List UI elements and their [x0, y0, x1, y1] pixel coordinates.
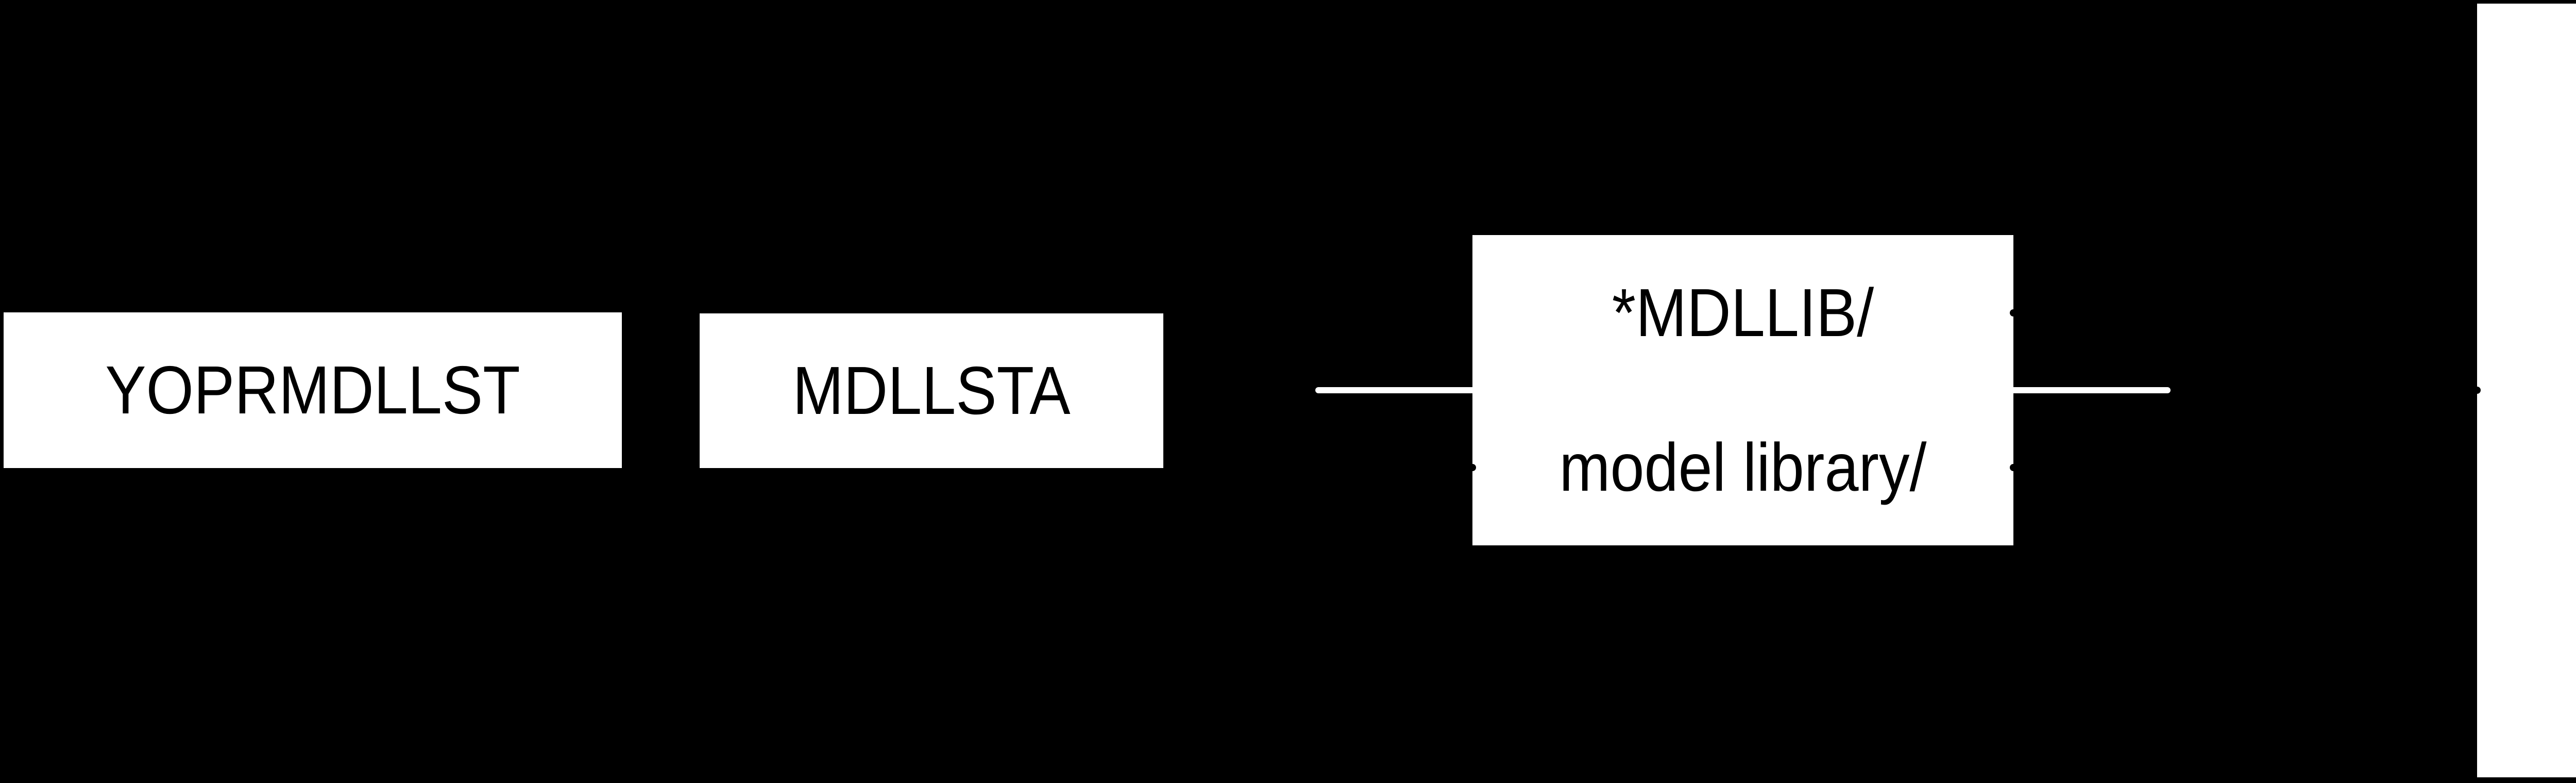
connector-stub	[2010, 464, 2017, 471]
qualifier-option-model-library: model library/	[1559, 429, 1927, 505]
connector-stub	[2010, 309, 2017, 316]
connector-line-left	[1315, 387, 1472, 393]
value-option-allobj: *ALLOBJ	[2504, 202, 2576, 270]
value-option-user: *USER	[2504, 511, 2576, 579]
connector-stub	[1469, 464, 1476, 471]
qualifier-option-mdllib: *MDLLIB/	[1612, 275, 1874, 351]
value-option-mdlprf: *MDLPRF	[2504, 356, 2576, 424]
parameter-keyword-box: MDLLSTA	[700, 313, 1163, 468]
connector-stub	[2473, 387, 2481, 394]
command-name-label: YOPRMDLLST	[105, 352, 520, 428]
value-option-select: *SELECT	[2504, 665, 2576, 734]
value-choice-list-box: list name *ALLOBJ *MDLPRF *USER *SELECT	[2477, 4, 2576, 777]
command-name-box: YOPRMDLLST	[4, 312, 622, 468]
library-qualifier-box: *MDLLIB/ model library/	[1472, 235, 2013, 545]
parameter-keyword-label: MDLLSTA	[792, 353, 1071, 428]
value-option-list-name: list name	[2504, 47, 2576, 115]
connector-line-right	[2013, 387, 2171, 393]
